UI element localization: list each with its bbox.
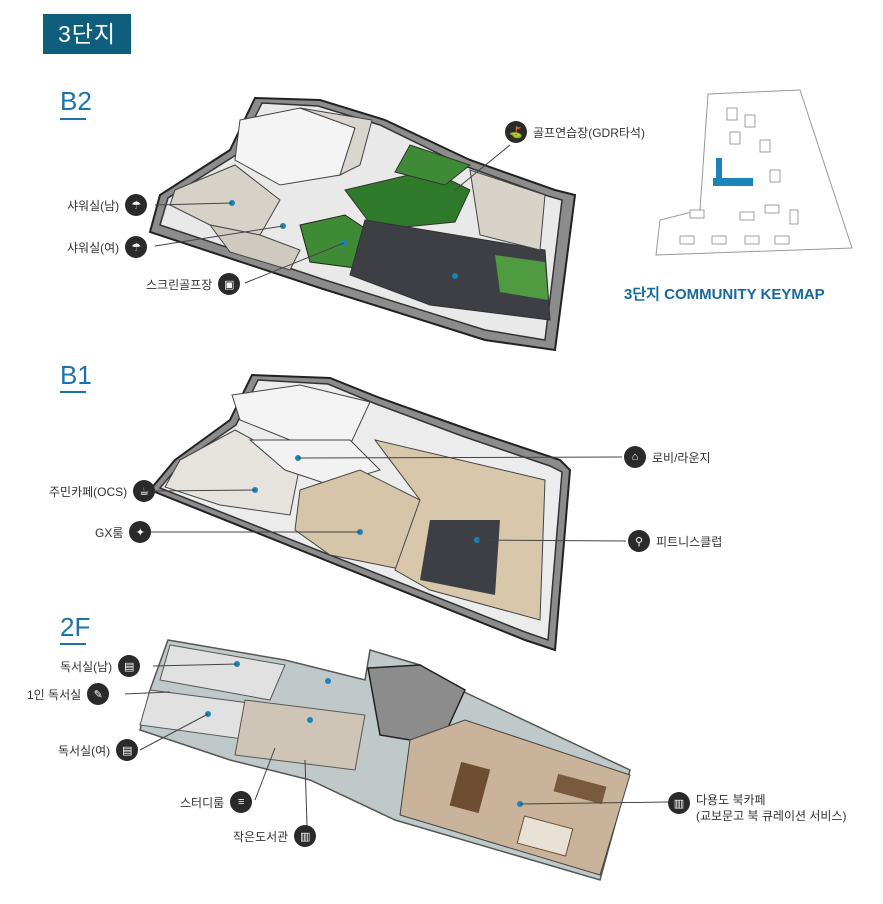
- floor-label-2f: 2F: [60, 612, 91, 642]
- community-keymap: [655, 89, 853, 256]
- keymap-title: 3단지 COMMUNITY KEYMAP: [624, 286, 825, 303]
- callout-label: 주민카페(OCS): [49, 484, 128, 499]
- b1-floor-plan: [148, 373, 572, 652]
- callout-screen-golf: 스크린골프장 ▣: [146, 273, 241, 295]
- callout-study-room: 스터디룸 ≡: [180, 791, 253, 813]
- callout-shower-male: 샤워실(남) ☂: [67, 194, 148, 216]
- callout-label: 1인 독서실: [27, 687, 82, 702]
- callout-single-reading-room: 1인 독서실 ✎: [27, 683, 110, 705]
- callout-label: 골프연습장(GDR타석): [533, 125, 645, 140]
- golf-icon: ⛳: [505, 121, 527, 143]
- floor-underline-2f: [60, 643, 86, 645]
- complex-title-badge: 3단지: [43, 14, 131, 54]
- floor-label-b1: B1: [60, 360, 92, 390]
- callout-shower-female: 샤워실(여) ☂: [67, 236, 148, 258]
- 2f-floor-plan: [139, 639, 631, 881]
- book-icon: ▤: [116, 739, 139, 761]
- b2-floor-plan: [148, 96, 577, 352]
- callout-resident-cafe: 주민카페(OCS) ☕: [49, 480, 156, 502]
- screen-golf-icon: ▣: [218, 273, 241, 295]
- callout-fitness-club: ⚲ 피트니스클럽: [628, 530, 722, 552]
- callout-reading-room-female: 독서실(여) ▤: [58, 739, 139, 761]
- shower-icon: ☂: [125, 194, 148, 216]
- callout-book-cafe: ▥ 다용도 북카페 (교보문고 북 큐레이션 서비스): [668, 792, 846, 824]
- lounge-icon: ⌂: [624, 446, 646, 468]
- callout-gx-room: GX룸 ✦: [95, 521, 152, 543]
- exercise-icon: ✦: [129, 521, 152, 543]
- bookshelf-icon: ▥: [294, 825, 317, 847]
- callout-label: 독서실(남): [60, 659, 113, 674]
- stacked-books-icon: ≡: [230, 791, 253, 813]
- floor-label-b2: B2: [60, 86, 92, 116]
- callout-small-library: 작은도서관 ▥: [233, 825, 317, 847]
- callout-label: 작은도서관: [233, 829, 289, 844]
- callout-label: GX룸: [95, 525, 124, 540]
- callout-lobby-lounge: ⌂ 로비/라운지: [624, 446, 711, 468]
- callout-golf-practice: ⛳ 골프연습장(GDR타석): [505, 121, 645, 143]
- callout-sublabel: (교보문고 북 큐레이션 서비스): [696, 809, 847, 823]
- callout-label: 샤워실(여): [67, 240, 120, 255]
- book-icon: ▤: [118, 655, 141, 677]
- floor-underline-b2: [60, 118, 86, 120]
- fitness-icon: ⚲: [628, 530, 650, 552]
- callout-label: 스크린골프장: [146, 277, 213, 292]
- floor-underline-b1: [60, 391, 86, 393]
- callout-label: 피트니스클럽: [656, 534, 723, 549]
- callout-label: 독서실(여): [58, 743, 111, 758]
- callout-reading-room-male: 독서실(남) ▤: [60, 655, 141, 677]
- callout-label: 다용도 북카페: [696, 793, 766, 807]
- callout-label: 샤워실(남): [67, 198, 120, 213]
- reader-icon: ✎: [87, 683, 110, 705]
- bookshelf-icon: ▥: [668, 792, 690, 814]
- coffee-cup-icon: ☕: [133, 480, 156, 502]
- callout-label: 로비/라운지: [652, 450, 711, 465]
- callout-label: 스터디룸: [180, 795, 225, 810]
- shower-icon: ☂: [125, 236, 148, 258]
